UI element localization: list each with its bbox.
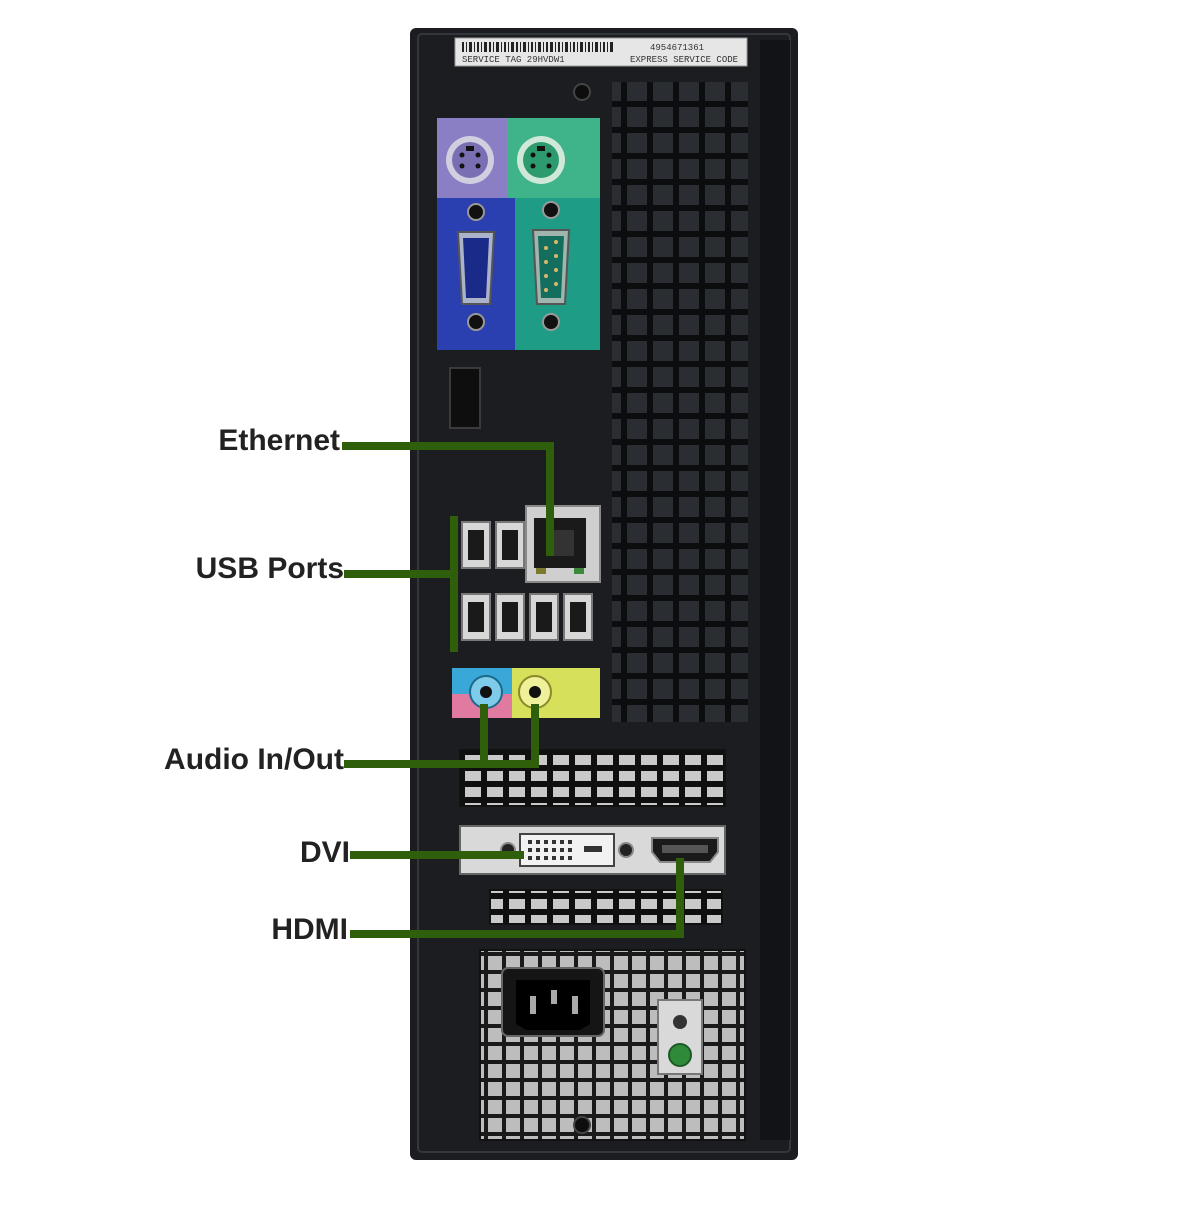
expansion-slot-cover	[489, 889, 723, 925]
label-audio-in-out: Audio In/Out	[164, 743, 344, 776]
power-supply	[479, 949, 746, 1141]
expansion-slot-cover	[459, 749, 726, 807]
sticker-number: 4954671361	[650, 43, 704, 53]
graphics-card-bracket	[459, 825, 726, 875]
hdmi-callout-line	[350, 858, 684, 938]
usb-port	[495, 593, 525, 641]
sticker-service-tag: SERVICE TAG 29HVDW1	[462, 55, 565, 65]
vga-port	[456, 203, 496, 331]
power-inlet	[501, 967, 605, 1037]
sticker-service-code: EXPRESS SERVICE CODE	[630, 55, 738, 65]
usb-port-group	[461, 521, 593, 641]
service-tag-sticker: 4954671361 SERVICE TAG 29HVDW1 EXPRESS S…	[454, 37, 748, 67]
audio-out-jack	[518, 675, 552, 709]
ethernet-port	[525, 505, 601, 583]
label-usb-ports: USB Ports	[195, 552, 344, 585]
label-dvi: DVI	[299, 836, 350, 869]
audio-in-jack	[469, 675, 503, 709]
callout-lines	[342, 442, 684, 938]
label-ethernet: Ethernet	[218, 424, 340, 457]
hdmi-port	[651, 837, 719, 863]
usb-port	[563, 593, 593, 641]
usb-port	[495, 521, 525, 569]
dvi-port	[500, 833, 634, 867]
ps2-keyboard-port	[446, 136, 494, 184]
usb-port	[529, 593, 559, 641]
label-hdmi: HDMI	[271, 913, 348, 946]
usb-port	[461, 521, 491, 569]
serial-port	[531, 201, 571, 331]
ethernet-callout-line	[342, 442, 554, 556]
audio-panel	[452, 668, 600, 718]
psu-test-panel	[657, 999, 703, 1075]
ps2-mouse-port	[517, 136, 565, 184]
legacy-io-panel	[437, 118, 600, 350]
audio-callout-line	[344, 704, 539, 768]
rear-ventilation-grill	[612, 82, 748, 722]
usb-port	[461, 593, 491, 641]
